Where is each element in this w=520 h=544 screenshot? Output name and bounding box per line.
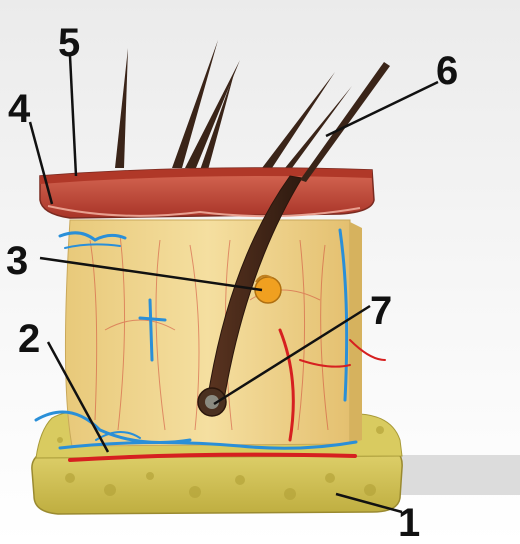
label-4: 4 (8, 87, 31, 131)
label-3: 3 (6, 239, 28, 283)
label-2: 2 (18, 317, 40, 361)
label-1: 1 (398, 501, 420, 544)
epidermis-layer (40, 168, 374, 218)
label-6: 6 (436, 49, 458, 93)
label-5: 5 (58, 21, 80, 65)
label-7: 7 (370, 289, 392, 333)
